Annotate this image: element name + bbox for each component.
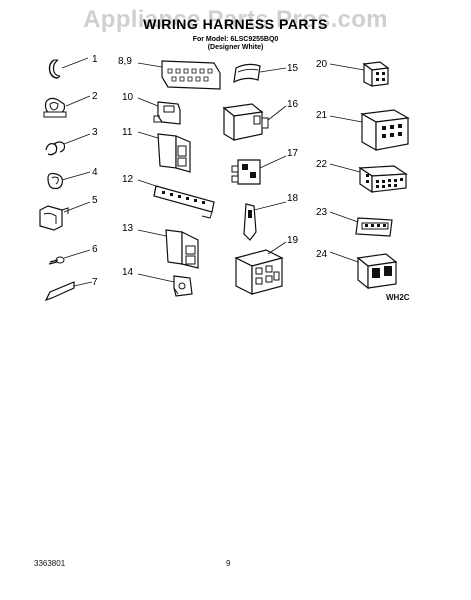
document-number: 3363801 bbox=[34, 559, 66, 568]
callout-10: 10 bbox=[122, 92, 134, 103]
part-14-small-plug-icon bbox=[138, 268, 200, 302]
callout-23: 23 bbox=[316, 207, 328, 218]
part-13-dual-connector-icon bbox=[138, 224, 212, 270]
page-number: 9 bbox=[226, 559, 231, 568]
part-3-wire-tie-icon bbox=[40, 130, 92, 160]
part-8-9-multi-pin-connector-icon bbox=[138, 55, 228, 95]
part-19-multi-socket-block-icon bbox=[228, 236, 296, 300]
callout-20: 20 bbox=[316, 59, 328, 70]
part-11-plug-connector-icon bbox=[138, 128, 202, 176]
callout-19: 19 bbox=[287, 235, 299, 246]
callout-24: 24 bbox=[316, 249, 328, 260]
callout-4: 4 bbox=[92, 167, 98, 178]
diagram-code: WH2C bbox=[386, 293, 410, 302]
callout-14: 14 bbox=[122, 267, 134, 278]
callout-12: 12 bbox=[122, 174, 134, 185]
part-17-socket-connector-icon bbox=[226, 150, 288, 194]
part-23-flat-receptacle-icon bbox=[330, 206, 400, 244]
part-4-grommet-icon bbox=[40, 168, 92, 196]
callout-2: 2 bbox=[92, 91, 98, 102]
part-15-terminal-cover-icon bbox=[228, 58, 288, 88]
callout-11: 11 bbox=[122, 127, 133, 138]
callout-7: 7 bbox=[92, 277, 98, 288]
part-20-cube-connector-icon bbox=[330, 56, 394, 90]
part-22-grid-connector-icon bbox=[330, 158, 410, 198]
part-5-bracket-clip-icon bbox=[34, 196, 92, 234]
color-subtitle: (Designer White) bbox=[207, 44, 264, 51]
callout-5: 5 bbox=[92, 195, 98, 206]
part-7-strain-relief-icon bbox=[40, 278, 94, 304]
part-18-latch-clip-icon bbox=[236, 196, 288, 246]
watermark-text: Appliance Parts Pros.com bbox=[83, 6, 388, 33]
part-10-connector-housing-icon bbox=[138, 94, 188, 128]
callout-3: 3 bbox=[92, 127, 98, 138]
callout-18: 18 bbox=[287, 193, 299, 204]
callout-15: 15 bbox=[287, 63, 299, 74]
callout-17: 17 bbox=[287, 148, 299, 159]
callout-22: 22 bbox=[316, 159, 328, 170]
callout-21: 21 bbox=[316, 110, 328, 121]
callout-13: 13 bbox=[122, 223, 134, 234]
page-title: WIRING HARNESS PARTS bbox=[143, 16, 328, 32]
part-21-large-housing-icon bbox=[330, 104, 414, 154]
part-1-wire-clip-icon bbox=[40, 54, 90, 82]
part-24-dual-socket-icon bbox=[330, 248, 404, 292]
part-12-terminal-strip-icon bbox=[138, 176, 222, 220]
model-subtitle: For Model: 6LSC9255BQ0 bbox=[192, 36, 279, 43]
callout-16: 16 bbox=[287, 99, 299, 110]
part-6-screw-icon bbox=[44, 246, 92, 270]
callout-1: 1 bbox=[92, 54, 98, 65]
part-16-housing-block-icon bbox=[218, 100, 288, 144]
part-2-harness-clamp-icon bbox=[40, 92, 92, 122]
callout-8-9: 8,9 bbox=[118, 56, 132, 67]
callout-6: 6 bbox=[92, 244, 98, 255]
